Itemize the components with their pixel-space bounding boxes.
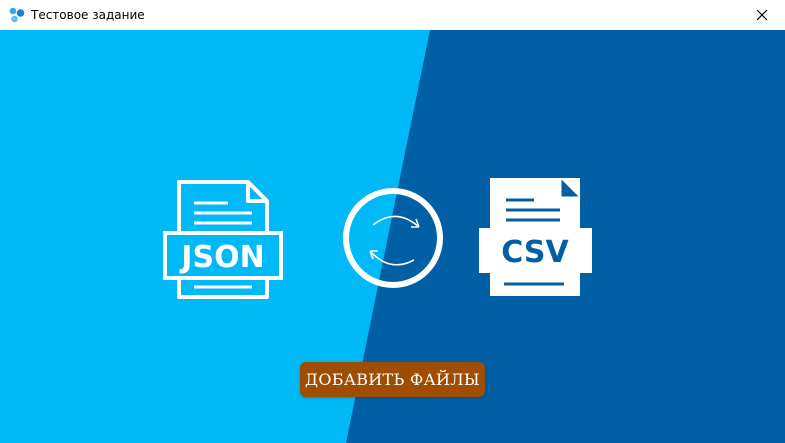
csv-format-label: CSV [501, 235, 569, 270]
title-bar[interactable]: Тестовое задание [0, 0, 785, 30]
json-format-label: JSON [179, 240, 264, 275]
window-title: Тестовое задание [31, 8, 145, 22]
convert-arrows-icon [343, 188, 443, 288]
csv-file-icon: CSV [479, 178, 592, 296]
close-icon [756, 9, 768, 21]
add-files-button[interactable]: ДОБАВИТЬ ФАЙЛЫ [300, 362, 485, 397]
close-button[interactable] [739, 0, 785, 30]
converter-panel: JSON CSV ДОБАВИТЬ ФАЙЛЫ [0, 30, 785, 443]
json-file-icon: JSON [163, 180, 283, 299]
app-bubbles-icon [9, 7, 25, 23]
